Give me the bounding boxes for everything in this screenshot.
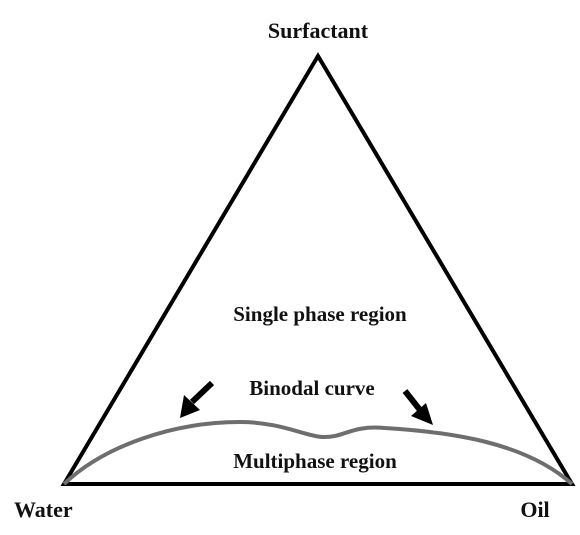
surfactant-label: Surfactant [268,18,369,43]
multiphase-label: Multiphase region [233,449,397,473]
binodal-curve [62,419,574,486]
oil-label: Oil [520,497,549,522]
single-phase-label: Single phase region [233,302,407,326]
triangle-outline [60,52,576,486]
water-label: Water [14,497,73,522]
right-arrow [402,389,433,425]
binodal-curve-label: Binodal curve [249,376,374,400]
left-arrow [180,380,215,418]
